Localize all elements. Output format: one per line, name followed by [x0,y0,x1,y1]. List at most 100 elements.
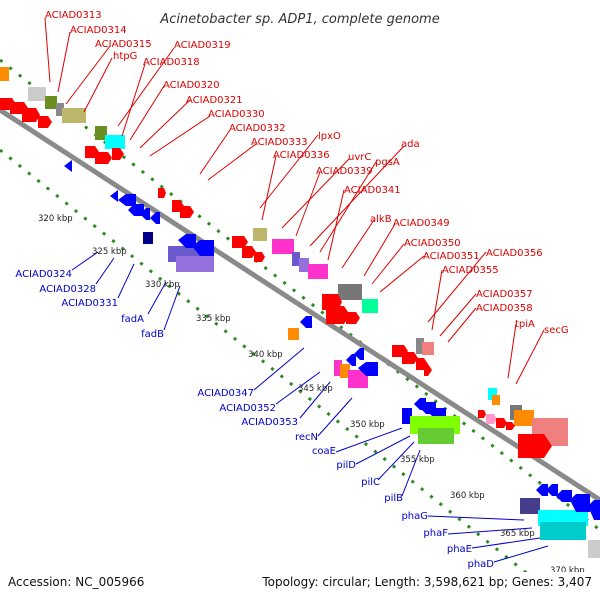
feature-arrow[interactable] [232,236,248,248]
gene-label-pilC[interactable]: pilC [361,477,380,488]
feature-block[interactable] [308,264,328,279]
feature-arrow[interactable] [178,234,196,248]
gene-label-ACIAD0349[interactable]: ACIAD0349 [393,218,450,229]
feature-block[interactable] [45,96,57,109]
gene-label-coaE[interactable]: coaE [312,446,336,457]
feature-block[interactable] [338,284,362,300]
feature-arrow[interactable] [242,246,256,258]
feature-arrow[interactable] [192,240,214,256]
feature-arrow[interactable] [486,414,497,424]
feature-block[interactable] [488,388,497,400]
feature-arrow[interactable] [128,204,144,216]
gene-label-ACIAD0339[interactable]: ACIAD0339 [316,166,373,177]
feature-block[interactable] [520,498,540,514]
feature-arrow[interactable] [420,402,436,414]
gene-label-ACIAD0332[interactable]: ACIAD0332 [229,123,286,134]
feature-arrow[interactable] [110,190,118,202]
gene-label-secG[interactable]: secG [544,325,569,336]
feature-arrow[interactable] [254,252,265,262]
gene-label-ACIAD0318[interactable]: ACIAD0318 [143,57,200,68]
feature-arrow[interactable] [118,194,136,206]
gene-label-ACIAD0320[interactable]: ACIAD0320 [163,80,220,91]
gene-label-ACIAD0330[interactable]: ACIAD0330 [208,109,265,120]
gene-label-ACIAD0351[interactable]: ACIAD0351 [423,251,480,262]
feature-arrow[interactable] [346,312,360,324]
feature-arrow[interactable] [326,306,350,324]
feature-arrow[interactable] [546,484,558,496]
feature-arrow[interactable] [358,362,378,376]
feature-arrow[interactable] [506,422,515,430]
feature-arrow[interactable] [22,108,40,122]
gene-label-ACIAD0315[interactable]: ACIAD0315 [95,39,152,50]
feature-block[interactable] [95,126,107,140]
gene-label-recN[interactable]: recN [295,432,318,443]
feature-block[interactable] [422,342,434,355]
gene-label-ACIAD0331[interactable]: ACIAD0331 [61,298,118,309]
gene-label-pgsA[interactable]: pgsA [375,157,400,168]
feature-arrow[interactable] [300,316,312,328]
feature-block[interactable] [105,135,125,149]
gene-label-ACIAD0358[interactable]: ACIAD0358 [476,303,533,314]
feature-arrow[interactable] [588,500,600,520]
gene-label-ACIAD0313[interactable]: ACIAD0313 [45,10,102,21]
gene-label-ACIAD0341[interactable]: ACIAD0341 [344,185,401,196]
gene-label-phaD[interactable]: phaD [467,559,494,570]
gene-label-ada[interactable]: ada [401,139,420,150]
feature-arrow[interactable] [354,348,364,360]
feature-block[interactable] [143,232,153,244]
gene-label-ACIAD0336[interactable]: ACIAD0336 [273,150,330,161]
feature-block[interactable] [540,522,586,540]
feature-block[interactable] [292,252,300,266]
feature-block[interactable] [492,395,500,405]
feature-arrow[interactable] [140,208,150,220]
feature-arrow[interactable] [556,490,572,502]
feature-block[interactable] [0,67,9,81]
feature-arrow[interactable] [158,188,166,198]
feature-block[interactable] [334,360,342,376]
feature-arrow[interactable] [346,354,356,366]
feature-arrow[interactable] [402,352,418,364]
feature-block[interactable] [588,540,600,558]
feature-block[interactable] [176,256,214,272]
feature-arrow[interactable] [570,494,590,512]
gene-label-ACIAD0347[interactable]: ACIAD0347 [197,388,254,399]
gene-label-fadA[interactable]: fadA [121,314,144,325]
gene-label-ACIAD0328[interactable]: ACIAD0328 [39,284,96,295]
feature-block[interactable] [299,258,309,272]
feature-arrow[interactable] [478,410,486,418]
feature-arrow[interactable] [95,152,112,164]
gene-label-htpG[interactable]: htpG [113,51,137,62]
feature-block[interactable] [418,428,454,444]
gene-label-uvrC[interactable]: uvrC [348,152,371,163]
gene-label-pilB[interactable]: pilB [384,493,403,504]
feature-arrow[interactable] [180,206,194,218]
feature-arrow[interactable] [424,364,432,376]
feature-block[interactable] [514,410,534,426]
gene-label-ACIAD0356[interactable]: ACIAD0356 [486,248,543,259]
feature-arrow[interactable] [112,148,124,160]
feature-block[interactable] [362,299,378,313]
gene-label-fadB[interactable]: fadB [141,329,164,340]
gene-label-tpiA[interactable]: tpiA [515,319,535,330]
feature-block[interactable] [402,408,412,424]
feature-arrow[interactable] [150,212,160,224]
feature-block[interactable] [28,87,46,101]
gene-label-phaE[interactable]: phaE [447,544,472,555]
gene-label-phaG[interactable]: phaG [401,511,428,522]
gene-label-ACIAD0350[interactable]: ACIAD0350 [404,238,461,249]
gene-label-ACIAD0314[interactable]: ACIAD0314 [70,25,127,36]
feature-arrow[interactable] [496,418,507,428]
gene-label-ACIAD0355[interactable]: ACIAD0355 [442,265,499,276]
gene-label-lpxO[interactable]: lpxO [318,131,341,142]
feature-block[interactable] [62,108,86,123]
feature-arrow[interactable] [64,160,72,172]
feature-block[interactable] [56,103,64,116]
gene-label-alkB[interactable]: alkB [370,214,392,225]
gene-label-ACIAD0319[interactable]: ACIAD0319 [174,40,231,51]
feature-block[interactable] [416,338,424,354]
gene-label-ACIAD0352[interactable]: ACIAD0352 [219,403,276,414]
gene-label-ACIAD0321[interactable]: ACIAD0321 [186,95,243,106]
feature-block[interactable] [272,239,294,254]
gene-label-ACIAD0324[interactable]: ACIAD0324 [15,269,72,280]
feature-arrow[interactable] [38,116,52,128]
